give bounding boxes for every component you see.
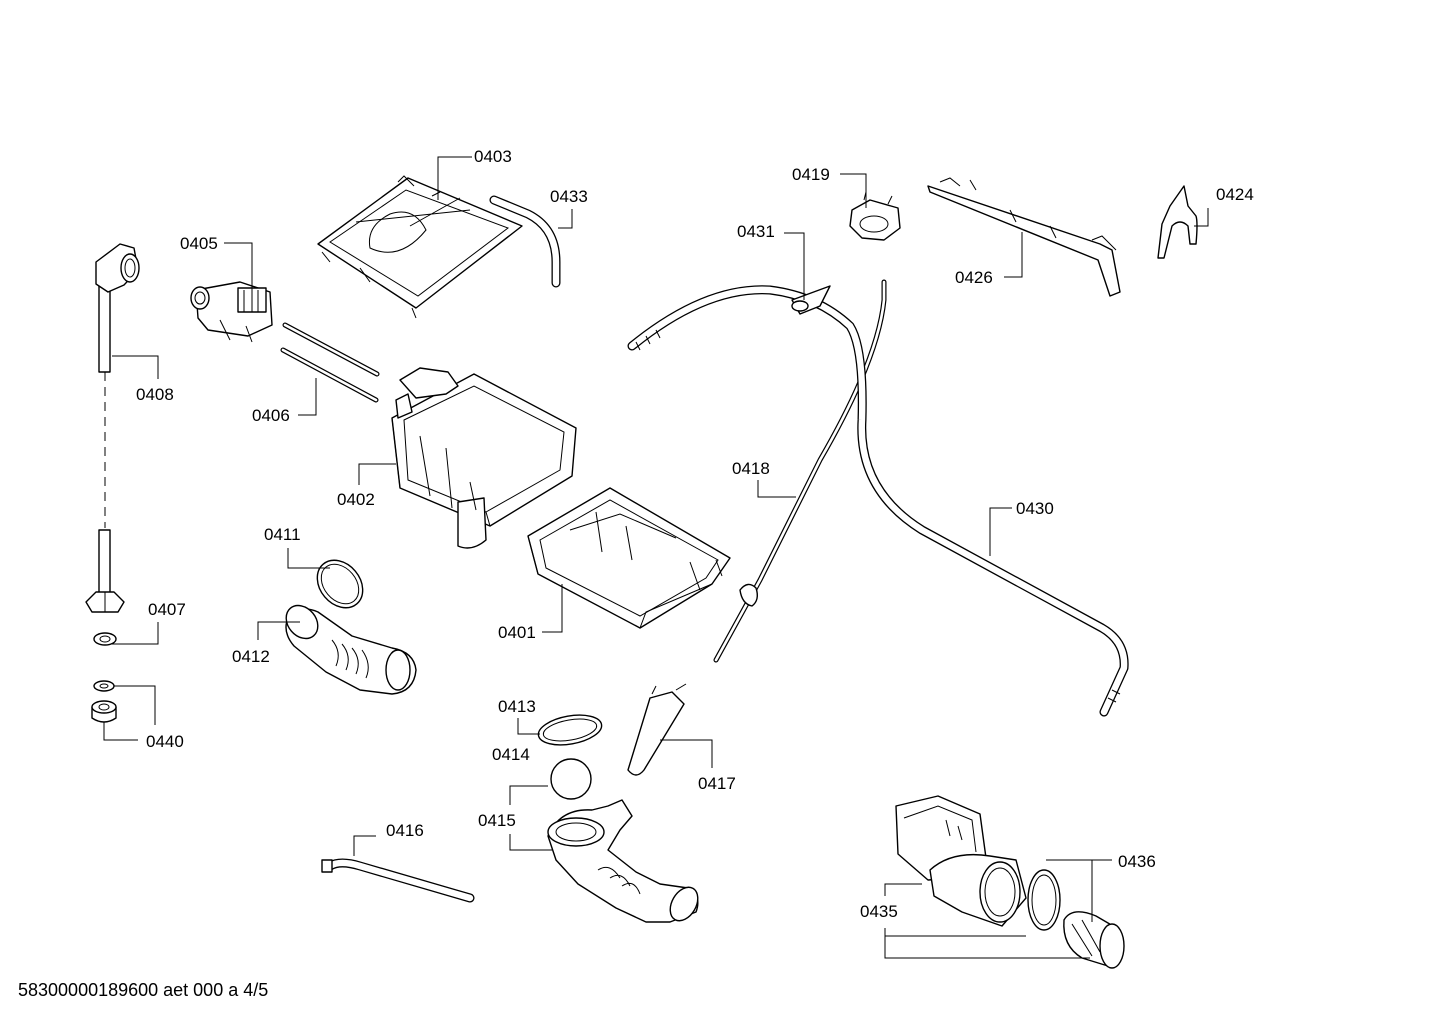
label-0440: 0440 [146,732,184,751]
label-0403: 0403 [474,147,512,166]
label-0431: 0431 [737,222,775,241]
label-0412: 0412 [232,647,270,666]
part-0430-0431-hose [627,285,1129,717]
part-0402-dispenser-housing [391,367,577,549]
part-0433-tube [489,195,561,288]
part-0426-rail [927,177,1121,297]
label-0401: 0401 [498,623,536,642]
part-0403-dispenser-cover [317,175,523,319]
label-0430: 0430 [1016,499,1054,518]
label-0433: 0433 [550,187,588,206]
part-0417-pressure-chamber [627,683,687,776]
document-reference-footer: 58300000189600 aet 000 a 4/5 [18,980,269,1000]
label-0436: 0436 [1118,852,1156,871]
label-0426: 0426 [955,268,993,287]
label-0411: 0411 [264,525,301,544]
part-0406-hoses [280,322,380,403]
part-0405-inlet-valve [190,281,273,343]
label-0424: 0424 [1216,185,1254,204]
label-0405: 0405 [180,234,218,253]
leader-lines [103,156,1209,959]
label-0435: 0435 [860,902,898,921]
part-0424-bracket [1157,185,1198,259]
part-0411-seal-ring [316,559,364,609]
label-0416: 0416 [386,821,424,840]
part-0436-gasket-filter [1027,869,1125,969]
label-0414: 0414 [492,745,530,764]
label-0418: 0418 [732,459,770,478]
part-0419-clip [849,191,901,241]
part-0440-nut-washer [91,680,117,723]
part-0407-connector [85,529,125,646]
part-0415-sump-hose [547,799,699,923]
label-0419: 0419 [792,165,830,184]
part-0412-bellows-hose [285,604,417,695]
part-0416-hose [321,858,475,903]
label-0402: 0402 [337,490,375,509]
label-0406: 0406 [252,406,290,425]
part-0435-drain-pump [895,795,1027,927]
part-0413-seal-ring [537,714,603,746]
part-0414-ball [550,758,592,800]
part-0401-detergent-drawer [527,487,731,629]
part-0408-inlet-elbow [95,243,140,528]
label-0413: 0413 [498,697,536,716]
label-0408: 0408 [136,385,174,404]
label-0417: 0417 [698,774,736,793]
label-0407: 0407 [148,600,186,619]
label-0415: 0415 [478,811,516,830]
